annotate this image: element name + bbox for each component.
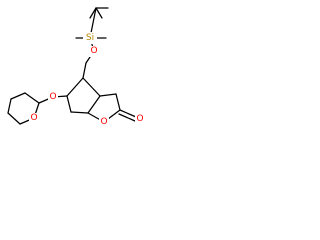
molecule-drawing: Si O O O O O	[7, 7, 145, 128]
bond-tbu-methyl-top	[95, 7, 103, 19]
bond-tbu-methyl-left	[89, 7, 97, 19]
bond-thp-c6-c5	[7, 112, 21, 125]
lactone-ring-oxygen-label: O	[100, 117, 107, 127]
atom-carbonyl-oxygen: O	[135, 114, 145, 125]
bond-ring-c6-c6a	[70, 111, 89, 114]
bond-ring-c3a-c4	[82, 77, 101, 97]
ether-oxygen-upper-label: O	[90, 46, 97, 56]
atom-ether-oxygen-left: O	[48, 92, 58, 103]
atom-silicon: Si	[83, 32, 97, 44]
atom-ring-oxygen-thp: O	[29, 113, 39, 124]
bond-thp-c4-c3	[10, 92, 26, 100]
bond-ch2-to-ring	[82, 62, 87, 79]
atom-lactone-ring-oxygen: O	[99, 117, 109, 128]
bond-carbonyl-b	[118, 113, 136, 122]
ether-oxygen-left-label: O	[49, 92, 56, 102]
carbonyl-oxygen-label: O	[136, 114, 143, 124]
bond-ring-c4-c5	[66, 77, 84, 97]
bond-carbonyl-a	[119, 109, 137, 118]
bond-ring-c6a-c3a	[87, 95, 101, 114]
bond-ring-c5-c6	[66, 95, 72, 113]
bond-lactone-c3a-c3	[99, 93, 117, 97]
ring-oxygen-thp-label: O	[30, 113, 37, 123]
structure-diagram: Si O O O O O	[0, 0, 150, 150]
bond-thp-c3-c2	[24, 92, 40, 104]
bond-lactone-c3-c2	[115, 93, 121, 111]
bond-thp-c5-c4	[7, 98, 12, 114]
silicon-label: Si	[86, 33, 94, 43]
atom-ether-oxygen-upper: O	[89, 46, 99, 57]
